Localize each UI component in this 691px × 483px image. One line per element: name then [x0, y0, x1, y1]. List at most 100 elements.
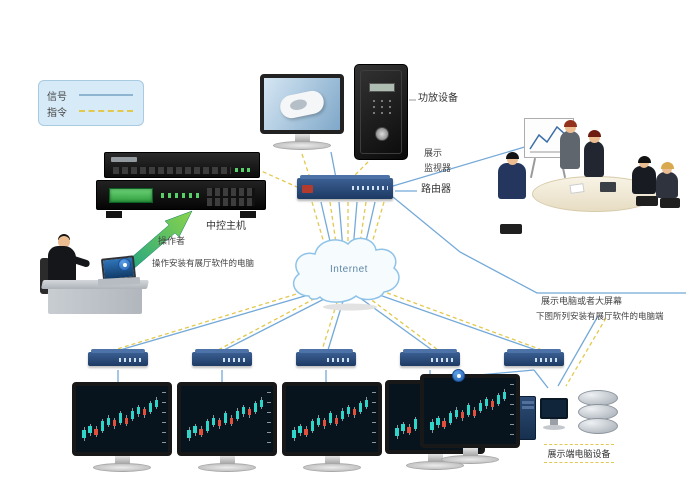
chair-right-1 [636, 196, 658, 206]
meeting-scene [498, 112, 690, 234]
rack-foot-left [106, 211, 122, 218]
display-monitor-5 [420, 374, 520, 464]
legend-signal-label: 信号 [47, 91, 67, 103]
monitor-4-base [406, 461, 464, 470]
amplifier-door [360, 70, 402, 154]
label-display: 展示 [424, 148, 443, 158]
legend-command-row: 指令 [47, 103, 135, 119]
monitor-5-neck [462, 448, 478, 457]
monitor-1-neck [114, 456, 130, 465]
candlestick-chart-1 [79, 389, 165, 449]
central-control-host [96, 150, 268, 220]
person-standing-1 [560, 120, 580, 169]
monitor-4-neck [427, 454, 443, 463]
easel-leg-left [529, 158, 537, 178]
switch-4-ports [431, 358, 455, 362]
rack-brand-plate [111, 157, 137, 162]
rack-led-strip [161, 193, 201, 198]
server-monitor-icon [540, 398, 568, 419]
switch-1-ports [119, 358, 143, 362]
label-operator-note: 操作安装有展厅软件的电脑 [152, 258, 255, 268]
command-line-sample [79, 110, 133, 112]
legend-signal-row: 信号 [47, 87, 135, 103]
database-disk-3 [578, 418, 618, 434]
switch-2 [192, 349, 252, 366]
server-group [516, 386, 622, 448]
candlestick-chart-5 [427, 381, 513, 441]
amplifier-keypad [370, 98, 394, 116]
server-monitor-neck [550, 419, 558, 425]
person-seated-right-1 [632, 156, 656, 194]
amplifier-dial [375, 127, 389, 141]
switch-2-ports [223, 358, 247, 362]
switch-5-ports [535, 358, 559, 362]
monitor-5-base [441, 455, 499, 464]
signal-line-sample [79, 94, 133, 96]
monitor-base [273, 141, 331, 150]
chair-right-2 [660, 198, 680, 208]
rack-unit-bottom [96, 180, 266, 210]
display-monitor-3 [282, 382, 382, 472]
person-standing-2 [584, 130, 604, 177]
monitor-2-neck [219, 456, 235, 465]
legend-command-label: 指令 [47, 107, 67, 119]
monitor-neck [294, 134, 310, 143]
label-terminal-note: 下图所列安装有展厅软件的电脑端 [536, 311, 664, 321]
router-ports [352, 186, 388, 190]
desk-front [48, 289, 142, 314]
label-monitor-device: 监视器 [424, 163, 452, 173]
switch-5 [504, 349, 564, 366]
candlestick-chart-2 [184, 389, 270, 449]
internet-cloud-icon [292, 237, 400, 303]
amplifier-device [354, 64, 408, 160]
operator-head [58, 236, 70, 248]
rack-port-grid-2 [207, 198, 255, 206]
monitor-1-screen [72, 382, 172, 456]
legend-box: 信号 指令 [38, 80, 144, 126]
switch-3 [296, 349, 356, 366]
operator-scene [40, 232, 162, 318]
monitor-3-neck [324, 456, 340, 465]
candlestick-chart-3 [289, 389, 375, 449]
monitor-1-base [93, 463, 151, 472]
table-paper [569, 183, 585, 194]
rack-port-grid-1 [207, 188, 255, 196]
chair-left [500, 224, 522, 234]
cloud-shadow [323, 303, 377, 311]
software-badge-icon [118, 258, 131, 271]
presentation-monitor [260, 74, 344, 150]
command-lines [113, 153, 607, 387]
operator-body [48, 246, 76, 282]
monitor-3-screen [282, 382, 382, 456]
amplifier-display [369, 83, 395, 92]
person-seated-right-2 [656, 162, 678, 198]
rack-lcd-display [109, 188, 153, 203]
display-monitor-1 [72, 382, 172, 472]
label-big-screen-note: 展示电脑或者大屏幕 [541, 296, 623, 306]
label-amplifier: 功放设备 [418, 93, 458, 104]
monitor-2-base [198, 463, 256, 472]
router-device [297, 175, 393, 199]
rack-leds [235, 168, 251, 172]
tower-server-icon [518, 396, 536, 440]
monitor-2-screen [177, 382, 277, 456]
rack-foot-right [240, 211, 256, 218]
label-server-note: 展示端电脑设备 [544, 444, 614, 463]
label-router: 路由器 [421, 184, 451, 195]
switch-3-ports [327, 358, 351, 362]
label-operator: 操作者 [158, 236, 186, 246]
switch-4 [400, 349, 460, 366]
table-laptop [600, 182, 616, 192]
person-seated-left [498, 152, 526, 199]
software-badge-icon-2 [452, 369, 465, 382]
rack-ports-row [113, 167, 231, 174]
rack-unit-top [104, 152, 260, 178]
operator-chair [40, 258, 50, 294]
label-internet: Internet [330, 264, 368, 275]
router-accent [302, 185, 313, 193]
monitor-3-base [303, 463, 361, 472]
server-monitor-base [543, 425, 565, 430]
switch-1 [88, 349, 148, 366]
device-photo [278, 88, 326, 121]
